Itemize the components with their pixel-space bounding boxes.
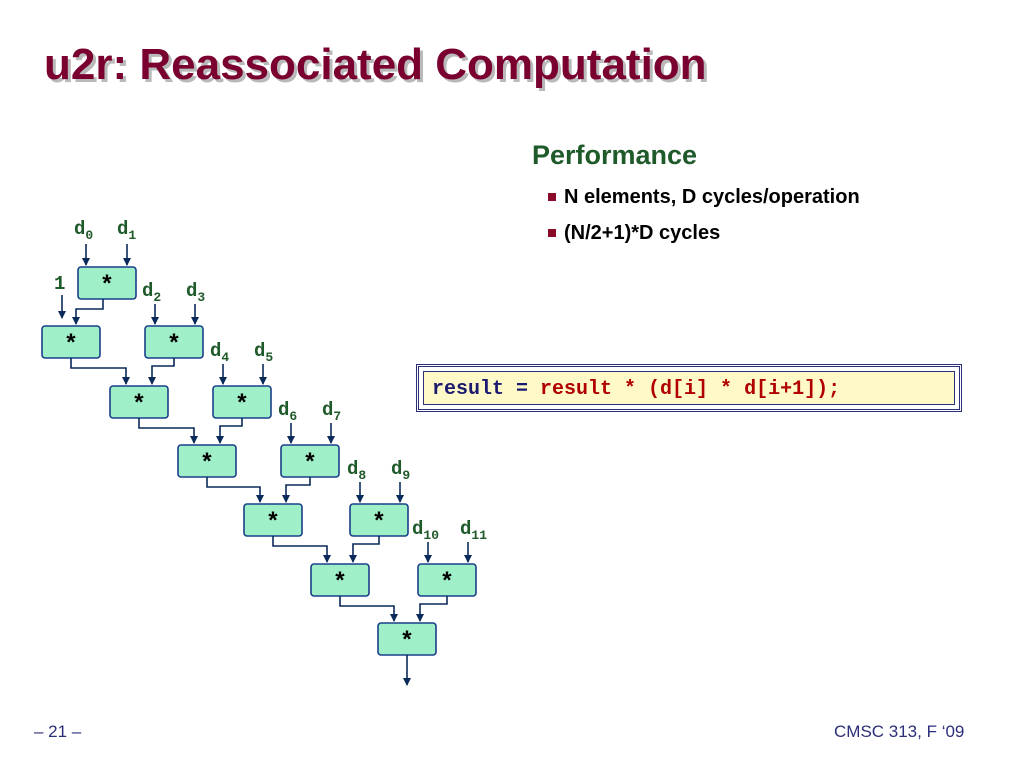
performance-bullet: (N/2+1)*D cycles bbox=[548, 220, 860, 256]
input-label-d8: d8 bbox=[347, 458, 366, 483]
multiply-operator-label: * bbox=[132, 392, 146, 419]
multiply-operator-label: * bbox=[303, 451, 317, 478]
bullet-square-icon bbox=[548, 193, 556, 201]
multiply-operator-label: * bbox=[167, 332, 181, 359]
performance-bullet-list: N elements, D cycles/operation (N/2+1)*D… bbox=[548, 184, 860, 256]
input-label-d4: d4 bbox=[210, 340, 229, 365]
code-line: result = result * (d[i] * d[i+1]); bbox=[423, 371, 955, 405]
initial-value-label: 1 bbox=[54, 273, 65, 295]
connector-wire bbox=[206, 477, 264, 503]
input-label-d1: d1 bbox=[117, 218, 136, 243]
bullet-text: N elements, D cycles/operation bbox=[564, 186, 860, 208]
multiply-operator-label: * bbox=[100, 273, 114, 300]
connector-wire bbox=[339, 596, 398, 622]
connector-wire bbox=[349, 536, 380, 563]
performance-heading: Performance bbox=[532, 140, 698, 170]
input-label-d2: d2 bbox=[142, 280, 161, 305]
course-label: CMSC 313, F ‘09 bbox=[834, 722, 965, 741]
multiply-operator-label: * bbox=[235, 392, 249, 419]
multiply-operator-label: * bbox=[400, 629, 414, 656]
input-label-d0: d0 bbox=[74, 218, 93, 243]
code-box: result = result * (d[i] * d[i+1]); bbox=[416, 364, 962, 412]
multiply-operator-label: * bbox=[200, 451, 214, 478]
connector-wire bbox=[138, 418, 198, 444]
multiply-node bbox=[77, 266, 137, 300]
slide-title: u2r: Reassociated Computation bbox=[44, 40, 707, 89]
connector-wire bbox=[70, 358, 130, 385]
multiply-operator-label: * bbox=[440, 570, 454, 597]
input-label-d7: d7 bbox=[322, 399, 341, 424]
multiply-operator-label: * bbox=[266, 510, 280, 537]
input-label-d9: d9 bbox=[391, 458, 410, 483]
connector-wire bbox=[416, 596, 448, 622]
performance-bullet: N elements, D cycles/operation bbox=[548, 184, 860, 220]
input-label-d11: d11 bbox=[460, 518, 487, 543]
page-number: – 21 – bbox=[34, 722, 82, 741]
multiply-operator-label: * bbox=[64, 332, 78, 359]
multiply-operator-label: * bbox=[333, 570, 347, 597]
input-label-d10: d10 bbox=[412, 518, 439, 543]
multiply-operator-label: * bbox=[372, 510, 386, 537]
connector-wire bbox=[272, 536, 331, 563]
bullet-text: (N/2+1)*D cycles bbox=[564, 222, 721, 244]
connector-wire bbox=[72, 299, 104, 325]
input-label-d6: d6 bbox=[278, 399, 297, 424]
bullet-square-icon bbox=[548, 229, 556, 237]
input-label-d5: d5 bbox=[254, 340, 273, 365]
connector-wire bbox=[216, 418, 243, 444]
code-rhs: result * (d[i] * d[i+1]); bbox=[540, 378, 841, 401]
connector-wire bbox=[148, 358, 175, 385]
connector-wire bbox=[282, 477, 311, 503]
code-lhs: result = bbox=[432, 378, 541, 401]
input-label-d3: d3 bbox=[186, 280, 205, 305]
